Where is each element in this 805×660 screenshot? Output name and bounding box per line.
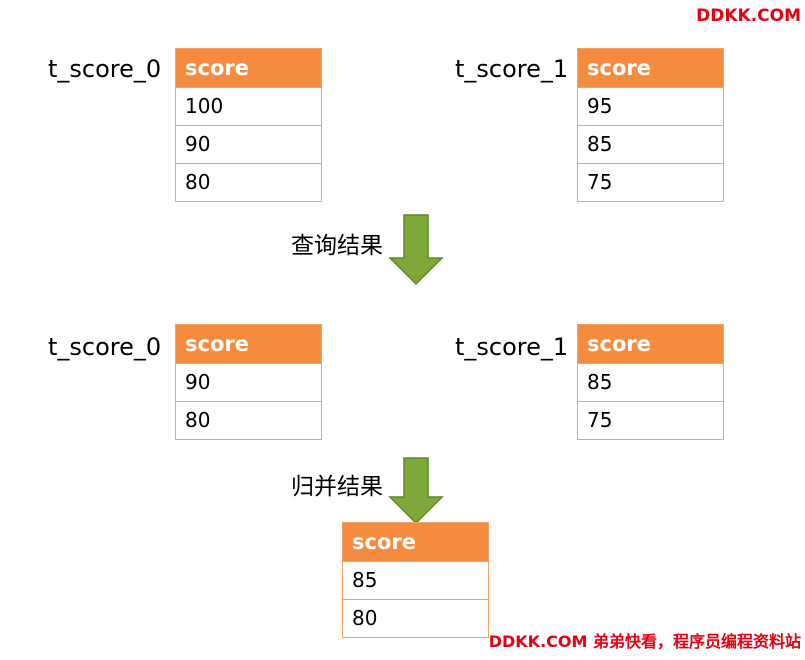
table-cell: 85 [343,561,488,599]
stage1-right-table: score 95 85 75 [577,48,724,202]
down-arrow-icon [388,214,444,286]
step2-label: 归并结果 [291,474,383,500]
stage2-left-table-name: t_score_0 [48,333,162,361]
table-cell: 80 [176,401,321,439]
down-arrow-icon [388,457,444,525]
table-header: score [176,49,321,87]
table-header: score [176,325,321,363]
table-header: score [343,523,488,561]
watermark-bottom: DDKK.COM 弟弟快看，程序员编程资料站 [488,632,801,651]
stage1-left-table-name: t_score_0 [48,55,162,83]
table-cell: 90 [176,363,321,401]
table-cell: 80 [176,163,321,201]
stage2-right-table-name: t_score_1 [455,333,569,361]
table-cell: 75 [578,163,723,201]
stage2-right-table: score 85 75 [577,324,724,440]
table-cell: 90 [176,125,321,163]
table-cell: 75 [578,401,723,439]
stage2-left-table: score 90 80 [175,324,322,440]
watermark-top: DDKK.COM [696,6,801,26]
table-header: score [578,49,723,87]
merged-result-table: score 85 80 [342,522,489,638]
stage1-left-table: score 100 90 80 [175,48,322,202]
table-cell: 95 [578,87,723,125]
step1-label: 查询结果 [291,233,383,259]
table-cell: 100 [176,87,321,125]
stage1-right-table-name: t_score_1 [455,55,569,83]
table-cell: 85 [578,125,723,163]
table-cell: 85 [578,363,723,401]
table-cell: 80 [343,599,488,637]
table-header: score [578,325,723,363]
